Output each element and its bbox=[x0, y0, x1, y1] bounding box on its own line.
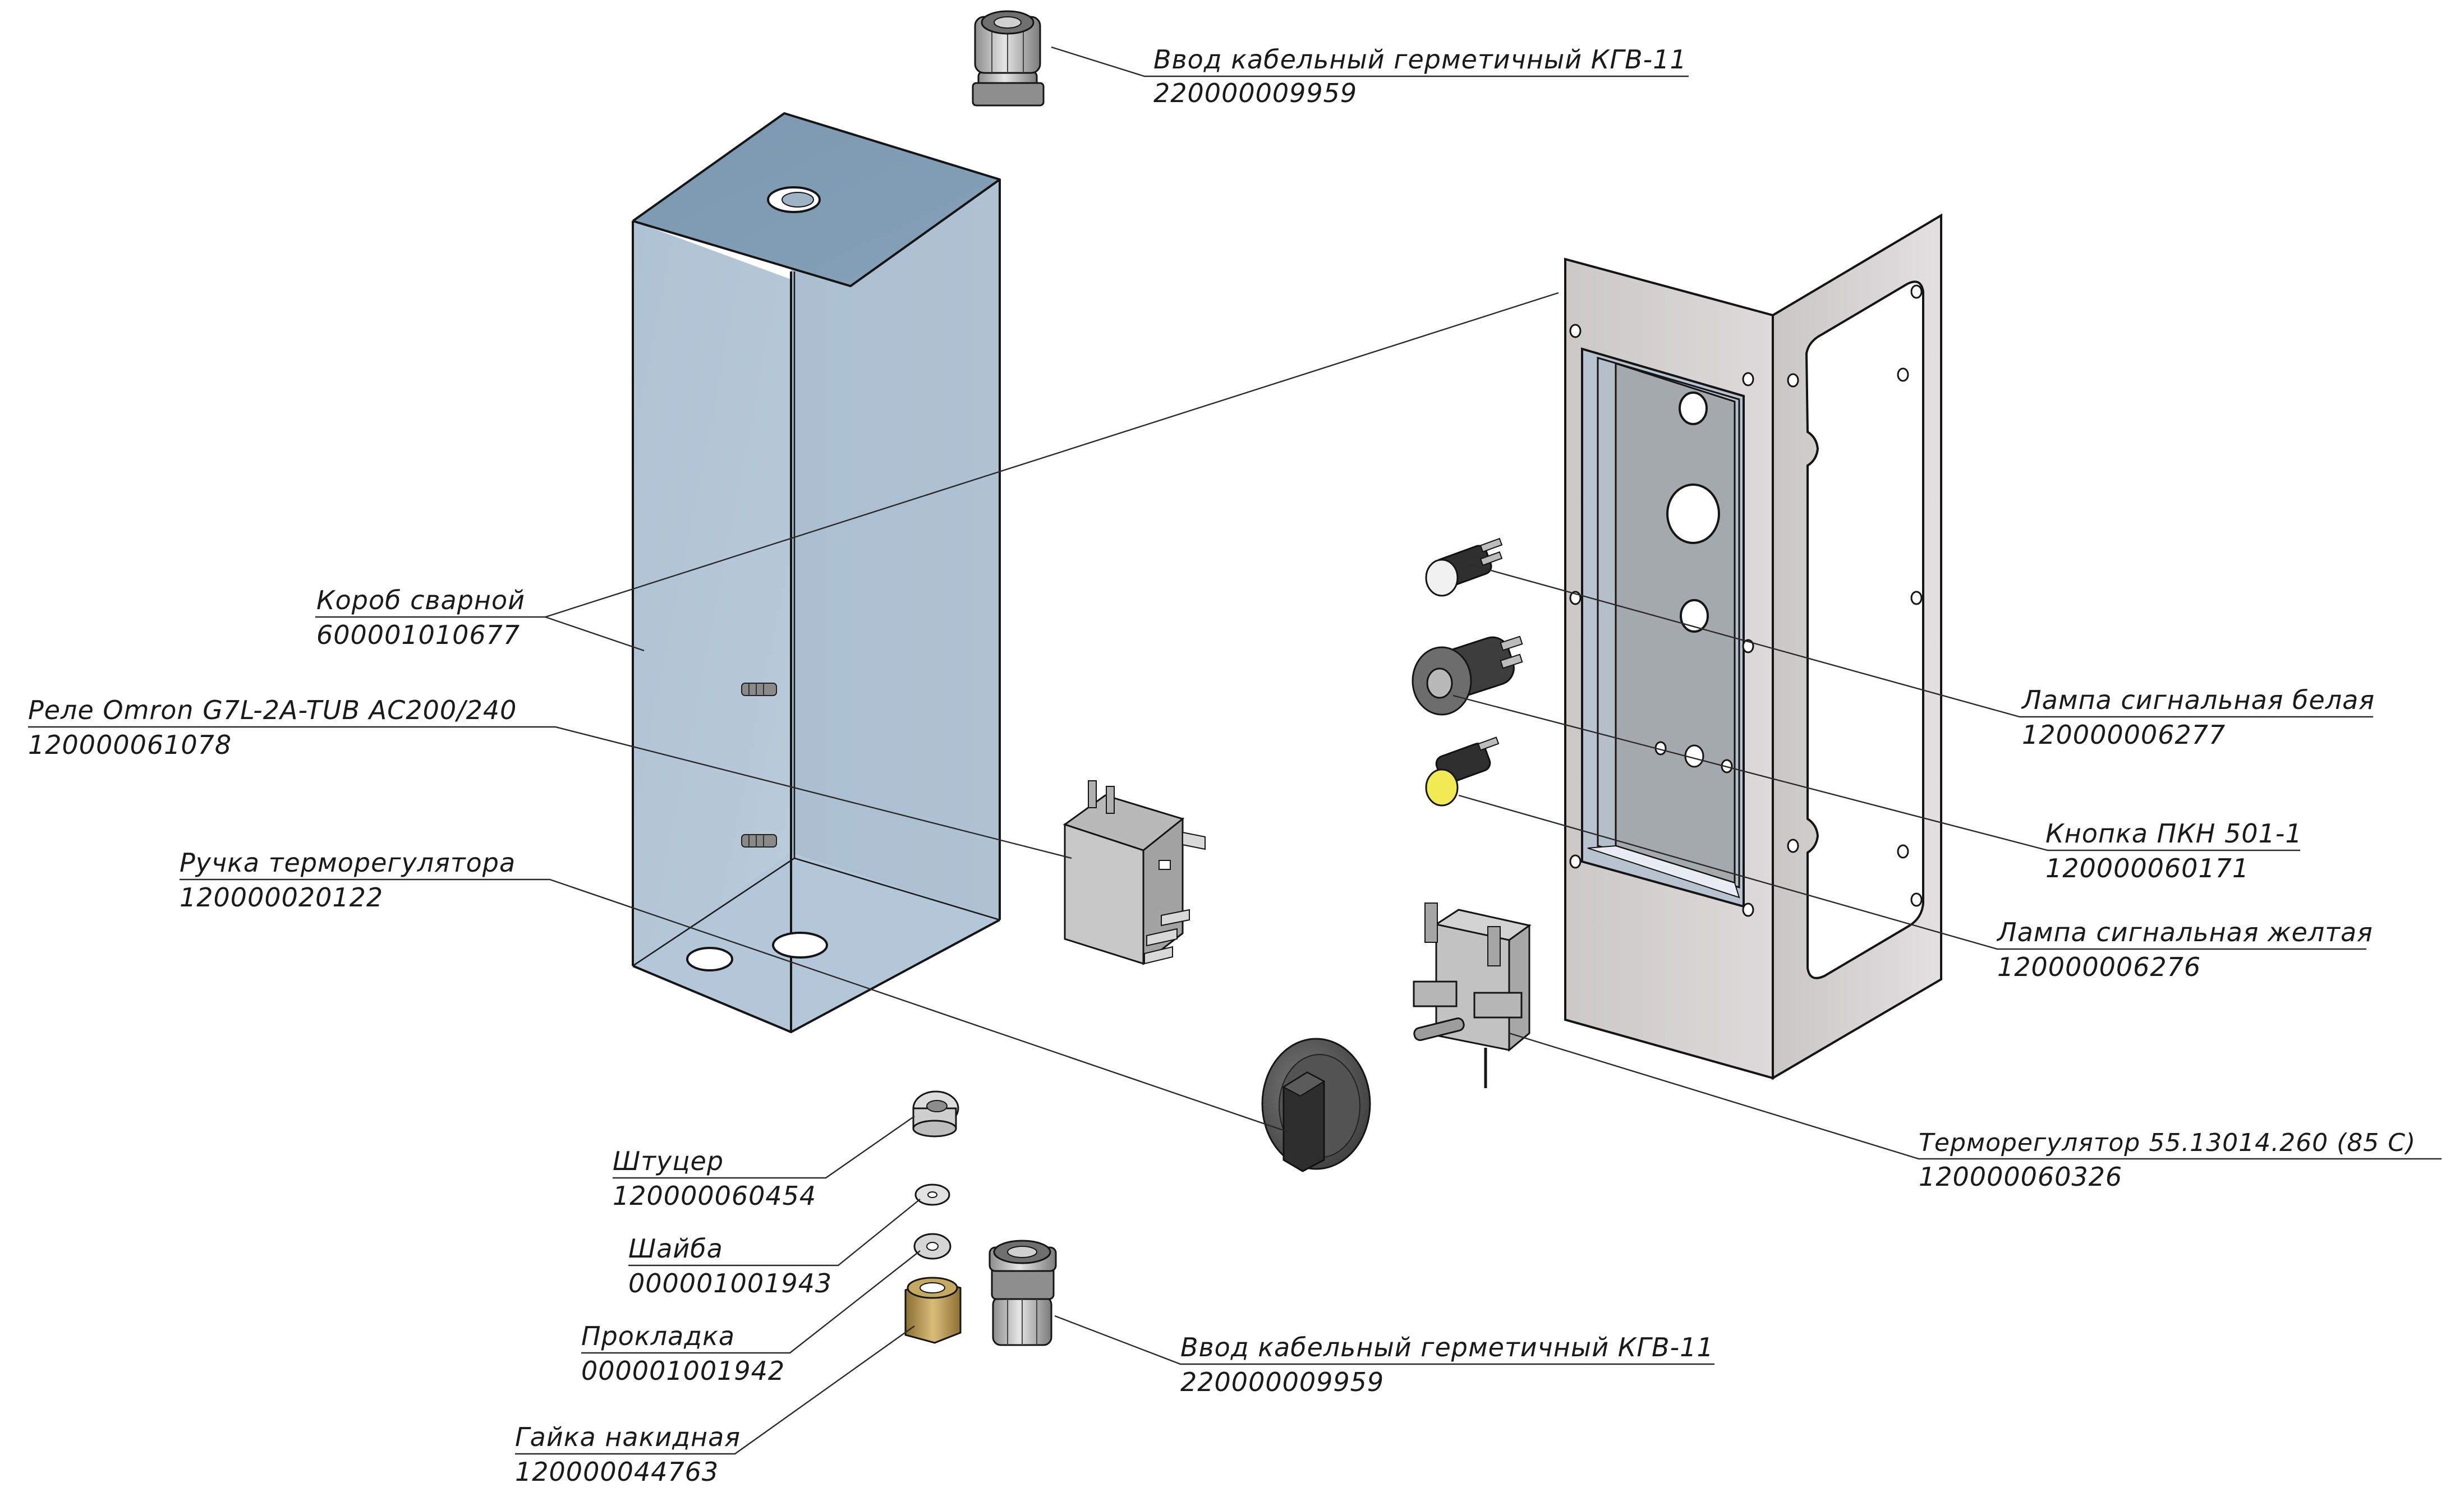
relay bbox=[1063, 780, 1206, 966]
callout-code: 120000006277 bbox=[2022, 720, 2226, 750]
callout-name: Лампа сигнальная белая bbox=[2021, 685, 2375, 715]
front-panel bbox=[1564, 213, 1942, 1080]
callout-thermostat: Терморегулятор 55.13014.260 (85 С) 12000… bbox=[1919, 1129, 2416, 1192]
callout-name: Штуцер bbox=[613, 1146, 724, 1176]
callout-name: Гайка накидная bbox=[515, 1422, 741, 1452]
callout-code: 120000044763 bbox=[515, 1457, 719, 1487]
gasket bbox=[913, 1233, 951, 1260]
callout-name: Кнопка ПКН 501-1 bbox=[2045, 818, 2302, 849]
callout-name: Короб сварной bbox=[316, 585, 525, 615]
callout-name: Ввод кабельный герметичный КГВ-11 bbox=[1180, 1332, 1714, 1362]
cable-gland-bottom bbox=[989, 1240, 1057, 1346]
fitting bbox=[912, 1090, 959, 1138]
callout-code: 600001010677 bbox=[316, 620, 520, 650]
callout-code: 120000060454 bbox=[613, 1181, 816, 1211]
callout-knob: Ручка терморегулятора 120000020122 bbox=[180, 848, 516, 913]
callout-gland-bottom: Ввод кабельный герметичный КГВ-11 220000… bbox=[1180, 1332, 1714, 1397]
lamp-white bbox=[1425, 537, 1503, 597]
callout-code: 220000009959 bbox=[1180, 1367, 1384, 1397]
callout-lamp-white: Лампа сигнальная белая 120000006277 bbox=[2021, 685, 2375, 750]
thermostat bbox=[1413, 902, 1532, 1088]
welded-box bbox=[632, 112, 1001, 1033]
callout-gasket: Прокладка 000001001942 bbox=[581, 1321, 785, 1386]
button-pkn bbox=[1412, 636, 1523, 716]
callout-code: 120000020122 bbox=[180, 882, 383, 913]
cable-gland-top bbox=[972, 10, 1045, 107]
callout-code: 000001001943 bbox=[628, 1268, 832, 1298]
callout-name: Шайба bbox=[628, 1233, 723, 1264]
callout-box: Короб сварной 600001010677 bbox=[316, 585, 525, 650]
callout-code: 120000060326 bbox=[1919, 1162, 2122, 1192]
callout-name: Лампа сигнальная желтая bbox=[1996, 917, 2373, 947]
callout-relay: Реле Omron G7L-2A-TUB AC200/240 12000006… bbox=[28, 695, 517, 760]
union-nut bbox=[904, 1277, 962, 1344]
callout-nut: Гайка накидная 120000044763 bbox=[515, 1422, 741, 1487]
washer bbox=[914, 1184, 950, 1206]
callout-gland-top: Ввод кабельный герметичный КГВ-11 220000… bbox=[1153, 44, 1687, 108]
callout-code: 220000009959 bbox=[1153, 78, 1357, 108]
callout-fitting: Штуцер 120000060454 bbox=[613, 1146, 816, 1211]
callout-washer: Шайба 000001001943 bbox=[628, 1233, 832, 1298]
callout-button: Кнопка ПКН 501-1 120000060171 bbox=[2045, 818, 2302, 883]
stud-upper bbox=[741, 683, 777, 696]
stud-lower bbox=[741, 834, 777, 848]
callout-code: 000001001942 bbox=[581, 1356, 785, 1386]
thermostat-knob bbox=[1261, 1038, 1371, 1172]
callout-code: 120000060171 bbox=[2045, 853, 2249, 883]
callout-name: Ввод кабельный герметичный КГВ-11 bbox=[1153, 44, 1687, 75]
callout-name: Ручка терморегулятора bbox=[180, 848, 516, 878]
callout-name: Прокладка bbox=[581, 1321, 735, 1351]
callout-name: Реле Omron G7L-2A-TUB AC200/240 bbox=[28, 695, 517, 725]
callout-lamp-yellow: Лампа сигнальная желтая 120000006276 bbox=[1996, 917, 2373, 982]
leader-lines bbox=[28, 46, 2442, 1455]
callout-name: Терморегулятор 55.13014.260 (85 С) bbox=[1919, 1129, 2416, 1157]
callout-code: 120000006276 bbox=[1997, 952, 2201, 982]
lamp-yellow bbox=[1425, 736, 1500, 807]
callout-code: 120000061078 bbox=[28, 730, 232, 760]
